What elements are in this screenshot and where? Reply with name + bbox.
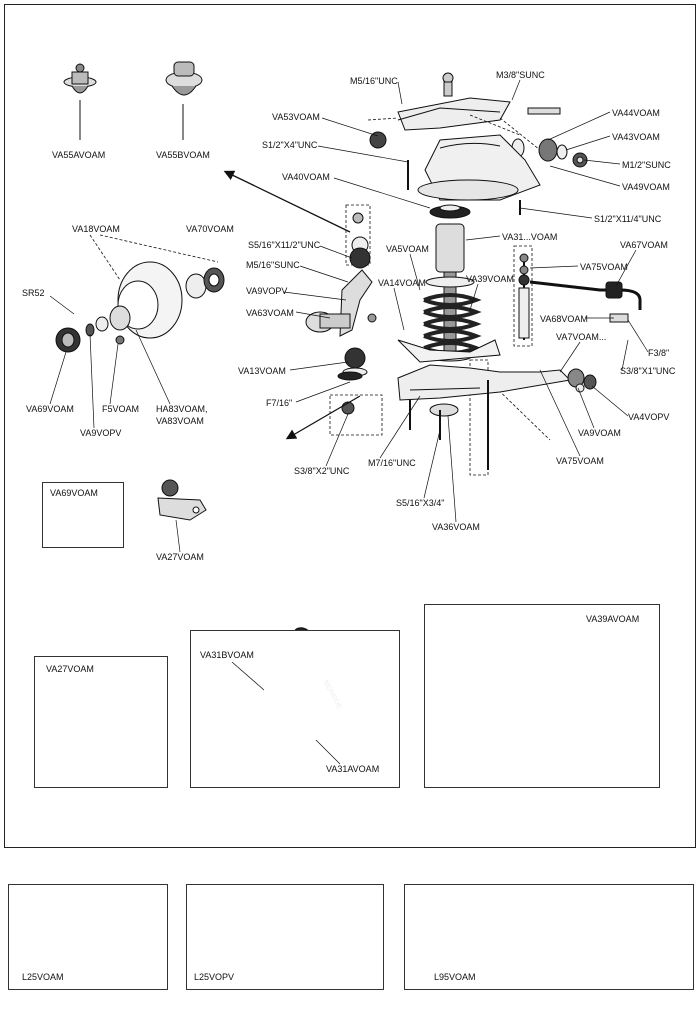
label-va36voam: VA36VOAM — [432, 522, 480, 532]
label-va67voam: VA67VOAM — [620, 240, 668, 250]
ball-joint-va55a — [63, 63, 97, 140]
label-s1-2-x4-unc: S1/2"X4"UNC — [262, 140, 318, 150]
label-s1-2-x11-4-unc: S1/2"X11/4"UNC — [594, 214, 662, 224]
label-va31avoam: VA31AVOAM — [326, 764, 380, 774]
label-va53voam: VA53VOAM — [272, 112, 320, 122]
label-va39avoam: VA39AVOAM — [586, 614, 640, 624]
label-va40voam: VA40VOAM — [282, 172, 330, 182]
brake-disc-hub — [55, 261, 225, 353]
label-m7-16-unc: M7/16"UNC — [368, 458, 416, 468]
label-l25voam: L25VOAM — [22, 972, 64, 982]
label-va39voam: VA39VOAM — [466, 274, 514, 284]
label-va14voam: VA14VOAM — [378, 278, 426, 288]
label-va9vopv-left: VA9VOPV — [80, 428, 122, 438]
label-f7-16: F7/16" — [266, 398, 293, 408]
label-va55avoam: VA55AVOAM — [52, 150, 106, 160]
label-va27voam-box: VA27VOAM — [46, 664, 94, 674]
label-s5-16-x11-2-unc: S5/16"X11/2"UNC — [248, 240, 321, 250]
label-s5-16-x3-4: S5/16"X3/4" — [396, 498, 445, 508]
label-va13voam: VA13VOAM — [238, 366, 286, 376]
l95voam-box — [404, 884, 694, 990]
label-va75voam-bottom: VA75VOAM — [556, 456, 604, 466]
label-s3-8-x2-unc: S3/8"X2"UNC — [294, 466, 350, 476]
label-va75voam-top: VA75VOAM — [580, 262, 628, 272]
lower-control-arm — [397, 339, 597, 417]
va31voam-box — [190, 630, 400, 788]
label-m1-2-sunc: M1/2"SUNC — [622, 160, 671, 170]
label-va27voam-small: VA27VOAM — [156, 552, 204, 562]
va27voam-box — [34, 656, 168, 788]
l25voam-box — [8, 884, 168, 990]
label-va69voam-box: VA69VOAM — [50, 488, 98, 498]
shock-tower — [417, 134, 541, 201]
va69voam-box — [42, 482, 124, 548]
label-l95voam: L95VOAM — [434, 972, 476, 982]
label-va9voam: VA9VOAM — [578, 428, 621, 438]
label-va18voam: VA18VOAM — [72, 224, 120, 234]
l25vopv-box — [186, 884, 384, 990]
label-va69voam: VA69VOAM — [26, 404, 74, 414]
label-va68voam: VA68VOAM — [540, 314, 588, 324]
upper-control-arm — [397, 72, 561, 131]
label-va7voam: VA7VOAM... — [556, 332, 607, 342]
steering-knuckle — [305, 212, 377, 337]
label-va4vopv: VA4VOPV — [628, 412, 670, 422]
label-va31bvoam: VA31BVOAM — [200, 650, 254, 660]
label-va5voam: VA5VOAM — [386, 244, 429, 254]
label-m5-16-sunc: M5/16"SUNC — [246, 260, 300, 270]
va39avoam-box — [424, 604, 660, 788]
label-va55bvoam: VA55BVOAM — [156, 150, 210, 160]
label-va9vopv-mid: VA9VOPV — [246, 286, 288, 296]
label-va43voam: VA43VOAM — [612, 132, 660, 142]
label-f5voam: F5VOAM — [102, 404, 140, 414]
label-va49voam: VA49VOAM — [622, 182, 670, 192]
label-va63voam: VA63VOAM — [246, 308, 294, 318]
ball-joint-va55b — [165, 61, 203, 140]
label-f3-8: F3/8" — [648, 348, 670, 358]
label-s3-8-x1-unc: S3/8"X1"UNC — [620, 366, 676, 376]
label-va70voam: VA70VOAM — [186, 224, 234, 234]
label-m5-16-unc: M5/16"UNC — [350, 76, 398, 86]
lower-ball-joint — [337, 347, 368, 415]
label-va83voam: VA83VOAM — [156, 416, 204, 426]
ball-joint-va27-small — [157, 479, 207, 521]
label-l25vopv: L25VOPV — [194, 972, 235, 982]
label-va44voam: VA44VOAM — [612, 108, 660, 118]
label-ha83voam: HA83VOAM, — [156, 404, 208, 414]
label-sr52: SR52 — [22, 288, 45, 298]
label-m3-8-sunc: M3/8"SUNC — [496, 70, 545, 80]
label-va31voam-dots: VA31...VOAM — [502, 232, 558, 242]
